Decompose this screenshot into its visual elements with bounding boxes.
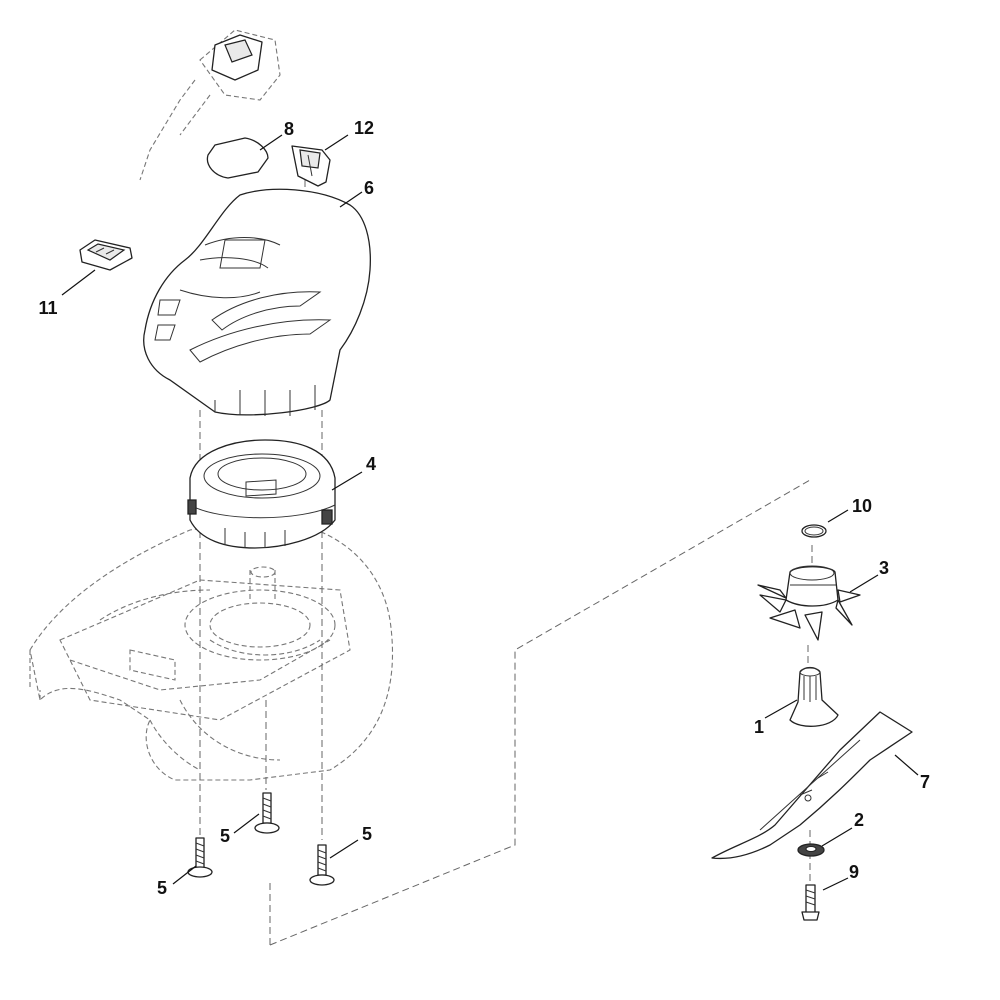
callout-5-middle: 5	[220, 826, 230, 846]
leader-lines	[61, 134, 919, 891]
callout-2: 2	[854, 810, 864, 830]
part-5-screw-right	[309, 844, 335, 886]
callout-5-right: 5	[362, 824, 372, 844]
callout-6: 6	[364, 178, 374, 198]
callout-labels: 1 2 3 4 5 5 5 6 7 8 9 10 11 12	[38, 118, 930, 898]
callout-11: 11	[38, 298, 57, 318]
part-5-screw-left	[187, 837, 213, 878]
part-1-blade-adapter	[789, 666, 839, 727]
part-12-safety-key	[291, 145, 331, 187]
handle-outline	[139, 29, 281, 181]
callout-1: 1	[754, 717, 764, 737]
mower-deck-outline	[29, 519, 393, 781]
callout-8: 8	[284, 119, 294, 139]
callout-7: 7	[920, 772, 930, 792]
part-6-motor-cover	[143, 188, 371, 416]
part-5-screw-middle	[254, 792, 280, 834]
part-2-washer	[797, 843, 825, 857]
part-4-motor-housing	[187, 439, 336, 549]
callout-5-left: 5	[157, 878, 167, 898]
callout-3: 3	[879, 558, 889, 578]
callout-9: 9	[849, 862, 859, 882]
part-11-switch	[79, 239, 133, 271]
part-3-fan	[757, 565, 861, 641]
part-8-label	[206, 137, 269, 179]
callout-4: 4	[366, 454, 376, 474]
part-10-circlip	[801, 524, 827, 538]
callout-10: 10	[852, 496, 872, 516]
callout-12: 12	[354, 118, 374, 138]
part-7-blade	[711, 711, 913, 860]
part-9-bolt	[801, 884, 820, 921]
